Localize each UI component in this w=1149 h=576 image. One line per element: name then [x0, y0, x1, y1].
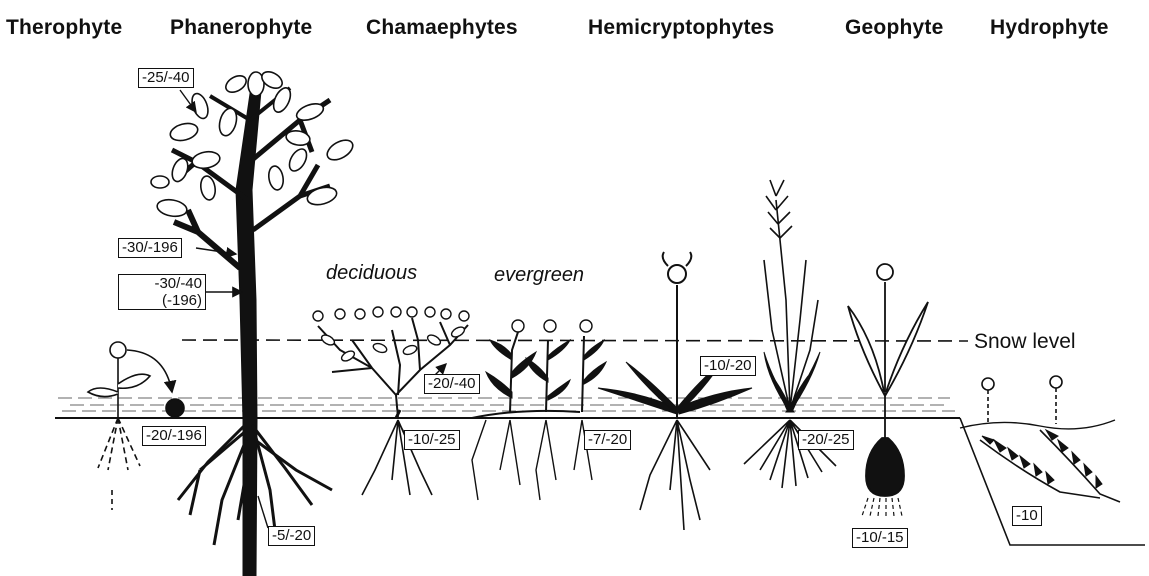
tag-hydrophyte: -10	[1012, 506, 1042, 526]
deciduous-chamaephyte	[313, 307, 469, 495]
tag-deciduous-root: -10/-25	[404, 430, 460, 450]
tag-hemi-bud: -10/-20	[700, 356, 756, 376]
snow-level-line	[182, 340, 968, 341]
tag-tree-trunk-line1: -30/-40	[122, 275, 202, 292]
tag-tree-trunk: -30/-40 (-196)	[118, 274, 206, 310]
tag-therophyte-seed: -20/-196	[142, 426, 206, 446]
tag-tree-top: -25/-40	[138, 68, 194, 88]
soil-hatching	[58, 398, 955, 411]
geophyte-plant	[848, 264, 928, 516]
evergreen-chamaephyte	[472, 320, 606, 500]
tag-tree-root: -5/-20	[268, 526, 315, 546]
label-deciduous: deciduous	[326, 262, 417, 285]
tag-hemi-root: -20/-25	[798, 430, 854, 450]
label-evergreen: evergreen	[494, 264, 584, 287]
tag-geophyte-bulb: -10/-15	[852, 528, 908, 548]
tag-deciduous-bud: -20/-40	[424, 374, 480, 394]
tag-tree-trunk-line2: (-196)	[122, 292, 202, 309]
hydrophyte-plant	[980, 376, 1120, 502]
tag-tree-branch: -30/-196	[118, 238, 182, 258]
phanerophyte-tree	[151, 68, 356, 576]
tag-evergreen-root: -7/-20	[584, 430, 631, 450]
hemicryptophyte-rosette	[598, 252, 752, 530]
snow-level-label: Snow level	[974, 330, 1076, 354]
